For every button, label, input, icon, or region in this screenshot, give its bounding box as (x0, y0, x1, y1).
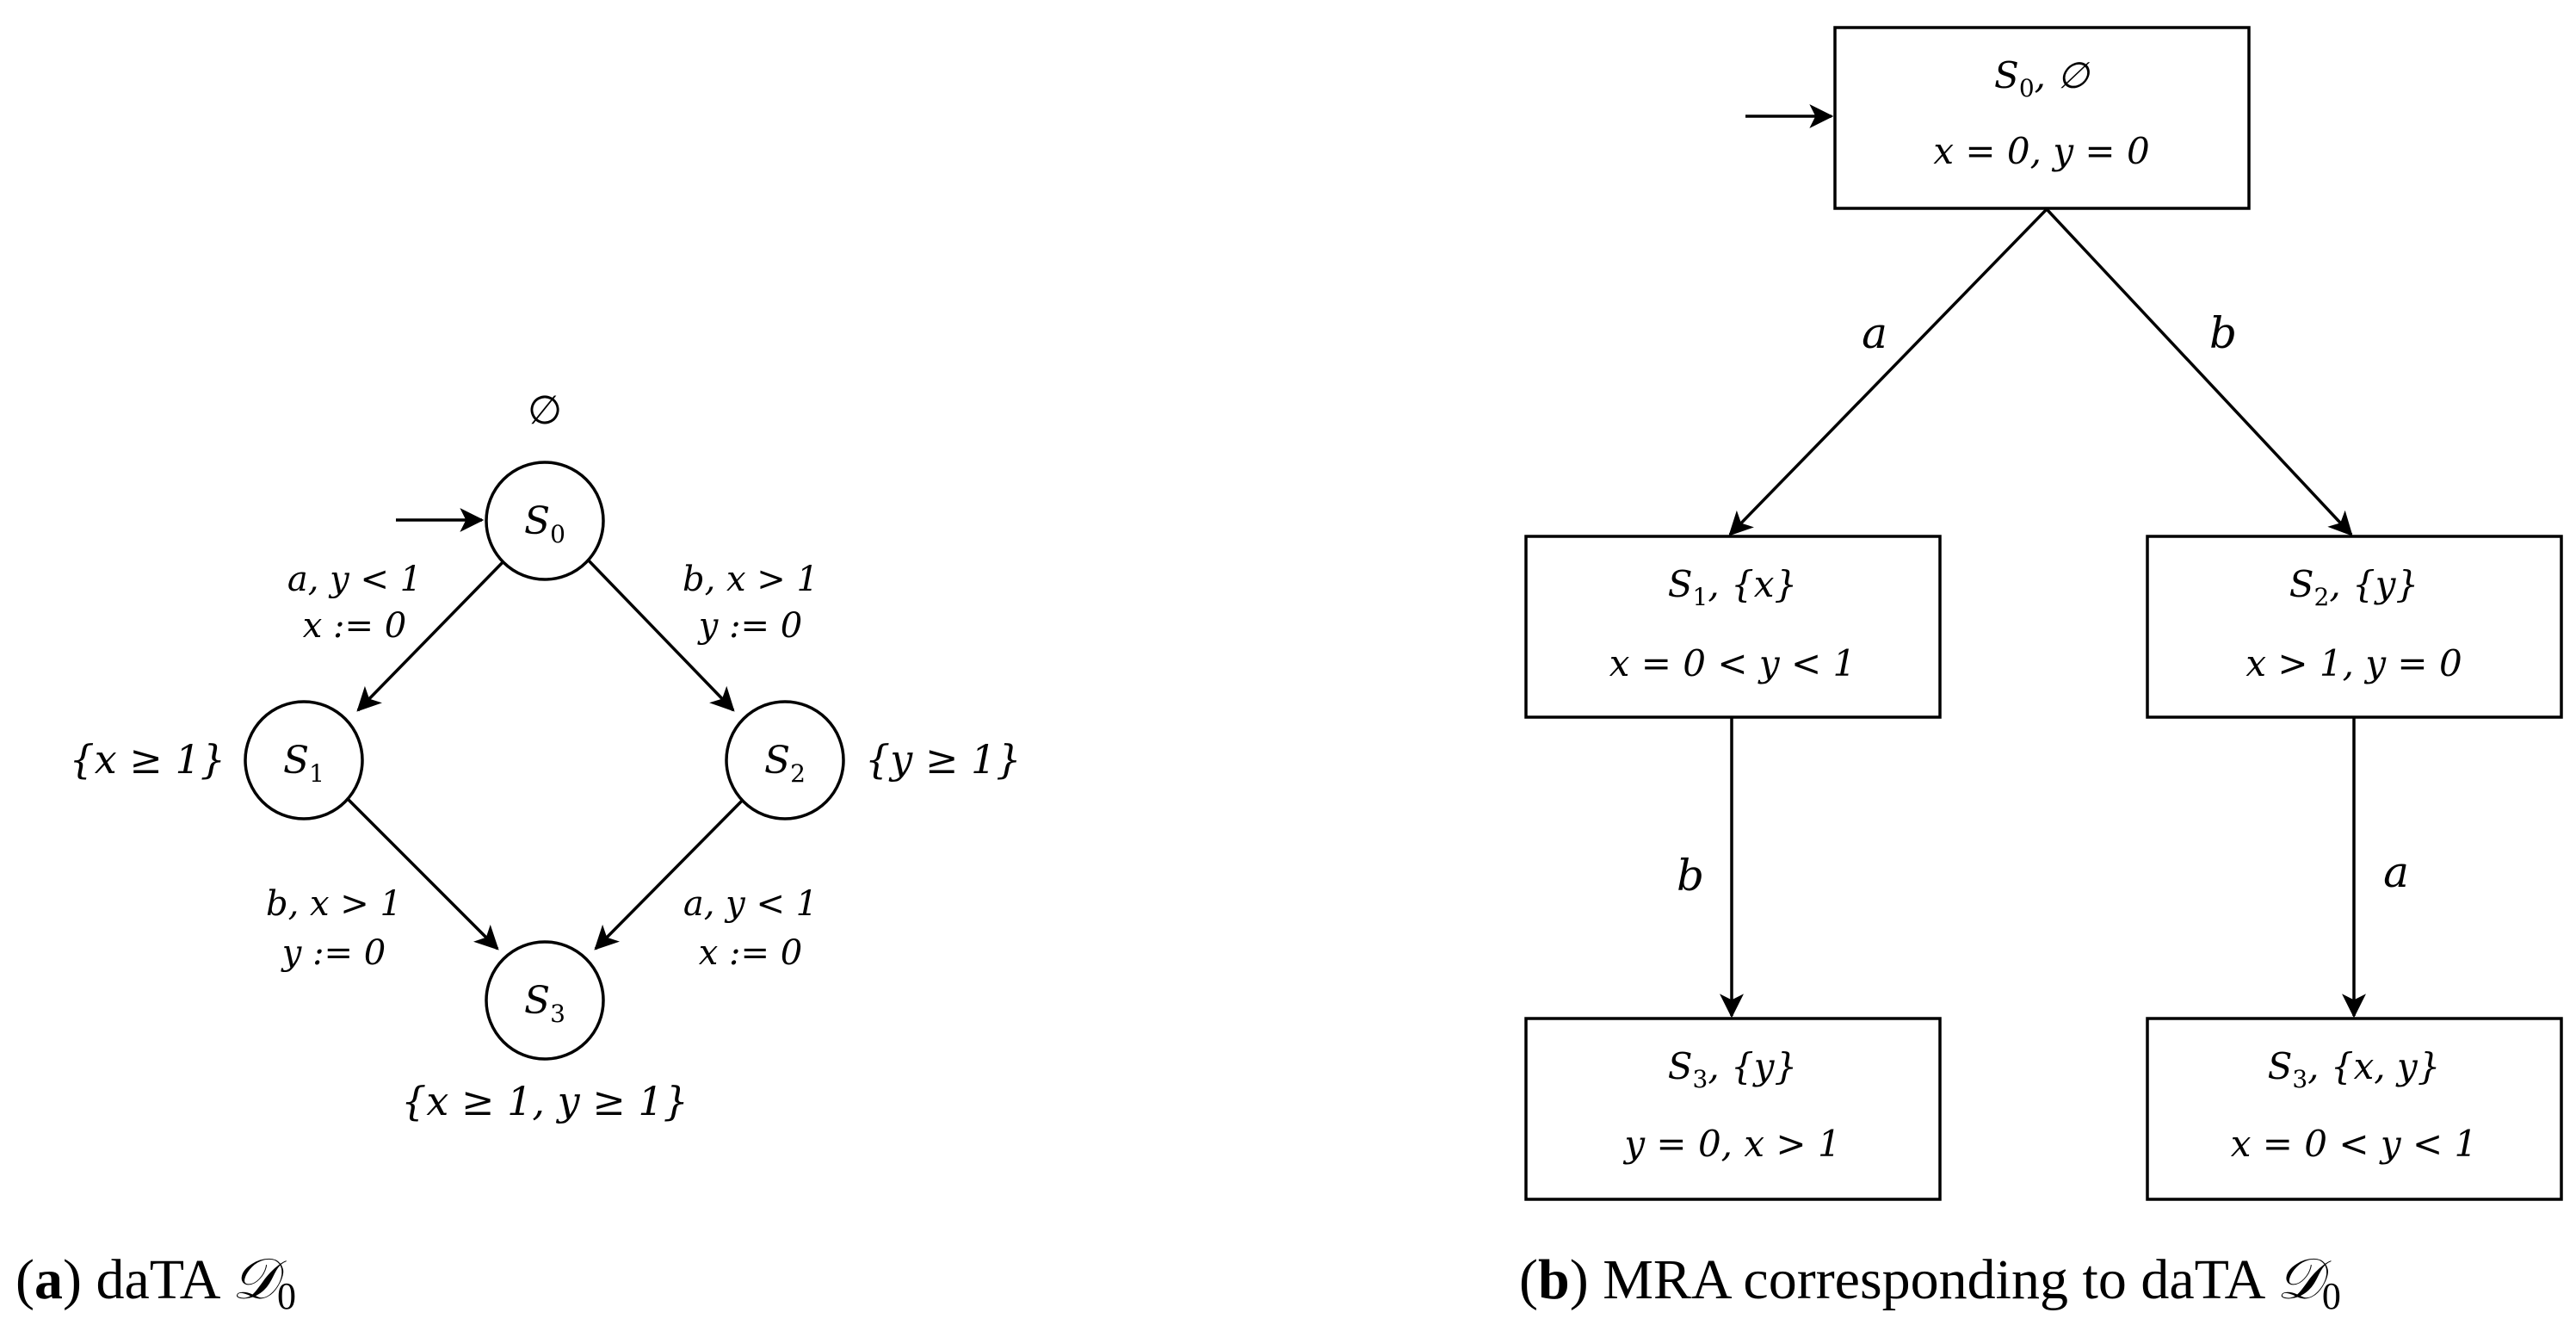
state-s0-label: S0 (524, 499, 565, 548)
edge-s1-s3 (341, 792, 499, 950)
state-s3-label: S3 (524, 979, 565, 1028)
s2-clock-constraint: {y ≥ 1} (865, 736, 1022, 783)
mra-node-r4 (2146, 1017, 2563, 1201)
edge-s2-s3-reset: x := 0 (699, 933, 802, 973)
edge-s0-s2-guard: b, x > 1 (683, 560, 819, 599)
s0-clock-set: ∅ (528, 387, 562, 433)
mra-node-r0 (1833, 26, 2251, 210)
state-s2-label: S2 (764, 739, 806, 788)
edge-s2-s3 (594, 792, 751, 950)
edge-s0-s2 (584, 555, 735, 712)
state-s2 (725, 700, 845, 820)
edge-r0-r2-label: b (2209, 308, 2237, 358)
state-s0 (485, 461, 605, 581)
edge-s0-s2-reset: y := 0 (697, 606, 802, 646)
mra-node-r1-valuation: x = 0 < y < 1 (1609, 642, 1856, 684)
mra-node-r0-state: S0, ∅ (1994, 54, 2091, 102)
edge-r0-r1-label: a (1862, 308, 1887, 358)
mra-node-r3-valuation: y = 0, x > 1 (1622, 1123, 1840, 1165)
state-s1-label: S1 (283, 739, 324, 788)
edge-s1-s3-guard: b, x > 1 (266, 884, 402, 924)
mra-node-r2 (2146, 535, 2563, 719)
edge-s0-s1 (356, 555, 510, 712)
caption-a: (a) daTA 𝒟0 (15, 1248, 296, 1317)
state-s3 (485, 940, 605, 1061)
mra-node-r1-state: S1, {x} (1668, 563, 1797, 611)
s3-clock-constraint: {x ≥ 1, y ≥ 1} (401, 1078, 689, 1124)
mra-node-r1 (1524, 535, 1942, 719)
edge-r0-r1 (1728, 207, 2048, 536)
edge-r2-r4-label: a (2383, 847, 2409, 897)
mra-node-r2-state: S2, {y} (2289, 563, 2418, 611)
mra-node-r3-state: S3, {y} (1668, 1045, 1797, 1093)
edge-s2-s3-guard: a, y < 1 (683, 884, 818, 924)
mra-node-r4-state: S3, {x, y} (2268, 1045, 2441, 1093)
mra-node-r3 (1524, 1017, 1942, 1201)
caption-b: (b) MRA corresponding to daTA 𝒟0 (1519, 1248, 2341, 1317)
mra-node-r4-valuation: x = 0 < y < 1 (2231, 1123, 2478, 1165)
edge-s0-s1-guard: a, y < 1 (287, 560, 422, 599)
mra-node-r2-valuation: x > 1, y = 0 (2246, 642, 2462, 684)
edge-r0-r2 (2045, 207, 2353, 536)
edge-r1-r3-label: b (1677, 851, 1704, 901)
state-s1 (244, 700, 364, 820)
mra-node-r0-valuation: x = 0, y = 0 (1933, 130, 2149, 172)
data-automaton: S0 S1 S2 S3 ∅ {x ≥ 1} {y ≥ 1} {x ≥ 1, y … (15, 387, 1022, 1317)
mra-tree: a b b a S0, ∅ x = 0, y = 0 S1, {x} x = 0… (1519, 26, 2563, 1317)
s1-clock-constraint: {x ≥ 1} (69, 736, 225, 783)
edge-s1-s3-reset: y := 0 (281, 933, 386, 973)
edge-s0-s1-reset: x := 0 (303, 606, 406, 646)
